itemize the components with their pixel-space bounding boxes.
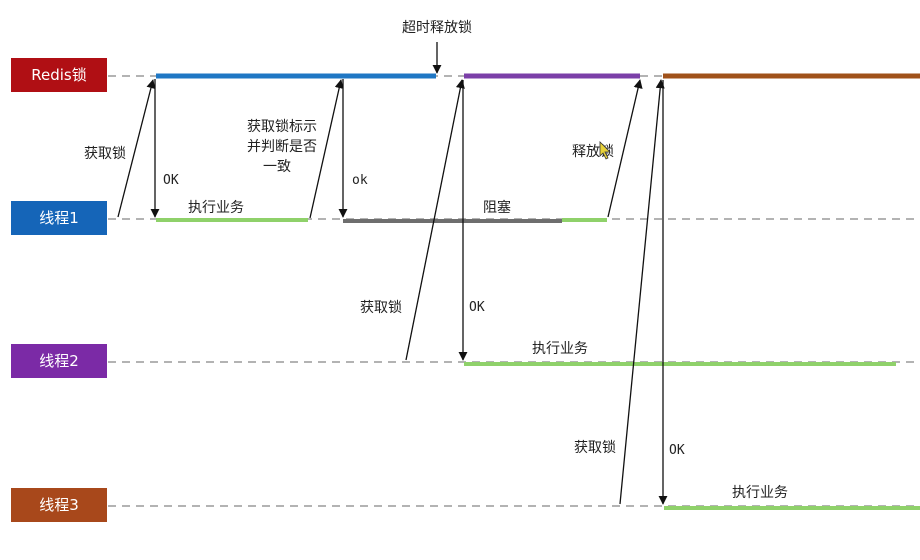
t1-ok2-label: ok [352, 173, 368, 188]
redis-lock-box [11, 58, 107, 92]
thread1-box [11, 201, 107, 235]
redis-lock-label: Redis锁 [31, 66, 86, 84]
t2-acquire-arrow [405, 79, 465, 361]
t1-ok-label: OK [163, 173, 179, 188]
t3-ok-label: OK [669, 443, 685, 458]
t1-acquire-label: 获取锁 [84, 146, 126, 162]
timeout-release-label: 超时释放锁 [402, 20, 472, 36]
t1-release-arrow [607, 79, 643, 218]
thread1-label: 线程1 [39, 209, 79, 227]
thread2-label: 线程2 [39, 352, 79, 370]
t1-check-label-2: 并判断是否 [247, 139, 317, 155]
t3-acquire-arrow [619, 79, 665, 505]
t1-work-label: 执行业务 [188, 200, 244, 216]
t3-acquire-label: 获取锁 [574, 440, 616, 456]
cursor-icon [599, 141, 611, 160]
redis-lock-lane: Redis锁 [11, 58, 107, 92]
t1-check-label-3: 一致 [263, 159, 291, 175]
thread2-lane: 线程2 [11, 344, 107, 378]
t1-block-label: 阻塞 [483, 199, 511, 216]
thread1-lane: 线程1 [11, 201, 107, 235]
t2-acquire-label: 获取锁 [360, 300, 402, 316]
thread3-label: 线程3 [39, 496, 79, 514]
t2-ok-label: OK [469, 300, 485, 315]
thread2-box [11, 344, 107, 378]
t1-acquire-arrow [117, 79, 156, 218]
t3-work-label: 执行业务 [732, 485, 788, 501]
t1-check-label-1: 获取锁标示 [247, 119, 317, 135]
thread3-lane: 线程3 [11, 488, 107, 522]
t1-check-arrow [309, 79, 344, 219]
thread3-box [11, 488, 107, 522]
t2-work-label: 执行业务 [532, 341, 588, 357]
